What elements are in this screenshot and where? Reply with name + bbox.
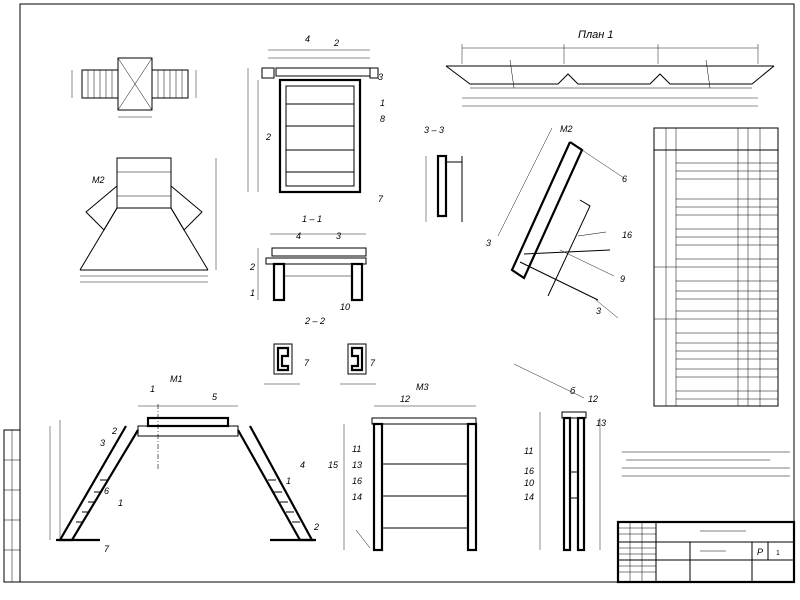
callout-3-m2b: 3 bbox=[486, 238, 491, 248]
specification-table bbox=[653, 127, 779, 407]
view-b-title: б bbox=[570, 386, 576, 396]
callout-10-b: 10 bbox=[524, 478, 534, 488]
view-m2-top: М2 bbox=[79, 157, 217, 283]
title-sheets-count: 1 bbox=[776, 550, 780, 557]
callout-14-m3: 14 bbox=[352, 492, 362, 502]
view-22-title: 2 – 2 bbox=[304, 316, 325, 326]
callout-13-m3: 13 bbox=[352, 460, 362, 470]
view-m3: М3 bbox=[343, 382, 478, 552]
callout-14-b: 14 bbox=[524, 492, 534, 502]
callout-12-m3: 12 bbox=[400, 394, 410, 404]
view-3-3: 3 – 3 bbox=[424, 125, 463, 222]
view-4-title: 4 bbox=[305, 34, 310, 44]
callout-1-top: 1 bbox=[380, 98, 385, 108]
callout-1-m1c: 1 bbox=[118, 498, 123, 508]
callout-5-m1: 5 bbox=[212, 392, 218, 402]
sheet-frame bbox=[19, 3, 795, 583]
callout-2-m1b: 2 bbox=[313, 522, 319, 532]
view-plan-1: План 1 bbox=[445, 29, 775, 107]
view-1-1: 1 – 1 bbox=[257, 214, 367, 302]
view-m2-title: М2 bbox=[560, 124, 573, 134]
callout-8: 8 bbox=[380, 114, 385, 124]
view-m1-title: М1 bbox=[170, 374, 183, 384]
title-sheet-label: Р bbox=[757, 547, 763, 557]
callout-12-b: 12 bbox=[588, 394, 598, 404]
callout-1-m1a: 1 bbox=[150, 384, 155, 394]
view-m2: М2 bbox=[497, 124, 625, 399]
callout-4-top: 2 bbox=[333, 38, 339, 48]
view-4: 4 bbox=[247, 34, 379, 194]
callout-3-m1: 3 bbox=[100, 438, 105, 448]
view-33-title: 3 – 3 bbox=[424, 125, 444, 135]
callout-7: 7 bbox=[378, 194, 384, 204]
callout-16-m2: 16 bbox=[622, 230, 632, 240]
view-plan-title: План 1 bbox=[578, 29, 614, 41]
callout-11-b: 11 bbox=[524, 446, 533, 456]
callout-1-m1b: 1 bbox=[286, 476, 291, 486]
view-crossing-plan bbox=[71, 57, 197, 118]
view-2-2: 2 – 2 bbox=[264, 316, 376, 385]
view-m2top-title: М2 bbox=[92, 175, 105, 185]
callout-7-22: 7 bbox=[304, 358, 310, 368]
callout-16-b: 16 bbox=[524, 466, 534, 476]
callout-10-22: 10 bbox=[340, 302, 350, 312]
callout-4-m1: 4 bbox=[300, 460, 305, 470]
callout-11-m3: 11 bbox=[352, 444, 361, 454]
callout-13-b: 13 bbox=[596, 418, 606, 428]
callout-15-m3: 15 bbox=[328, 460, 339, 470]
callout-3-11: 3 bbox=[336, 231, 341, 241]
callout-2-m1: 2 bbox=[111, 426, 117, 436]
view-11-title: 1 – 1 bbox=[302, 214, 322, 224]
callout-9-m2: 9 bbox=[620, 274, 625, 284]
callout-6-m2: 6 bbox=[622, 174, 627, 184]
general-notes bbox=[622, 451, 790, 477]
callout-2-side: 2 bbox=[265, 132, 271, 142]
callout-6-m1: 6 bbox=[104, 486, 109, 496]
view-m1: М1 bbox=[49, 374, 316, 542]
callout-7-m1: 7 bbox=[104, 544, 110, 554]
view-b: б bbox=[539, 386, 601, 552]
callout-3-top: 3 bbox=[378, 72, 383, 82]
callout-16-m3: 16 bbox=[352, 476, 362, 486]
callout-2-11: 2 bbox=[249, 262, 255, 272]
callout-7-22b: 7 bbox=[370, 358, 376, 368]
callouts: 2 3 1 8 2 7 4 3 2 1 10 7 7 6 16 9 3 3 5 … bbox=[100, 38, 632, 554]
callout-3-m2: 3 bbox=[596, 306, 601, 316]
callout-1-11: 1 bbox=[250, 288, 255, 298]
view-m3-title: М3 bbox=[416, 382, 429, 392]
callout-4-11: 4 bbox=[296, 231, 301, 241]
binding-strip-cells bbox=[4, 430, 20, 582]
title-block: Р 1 bbox=[616, 520, 796, 584]
